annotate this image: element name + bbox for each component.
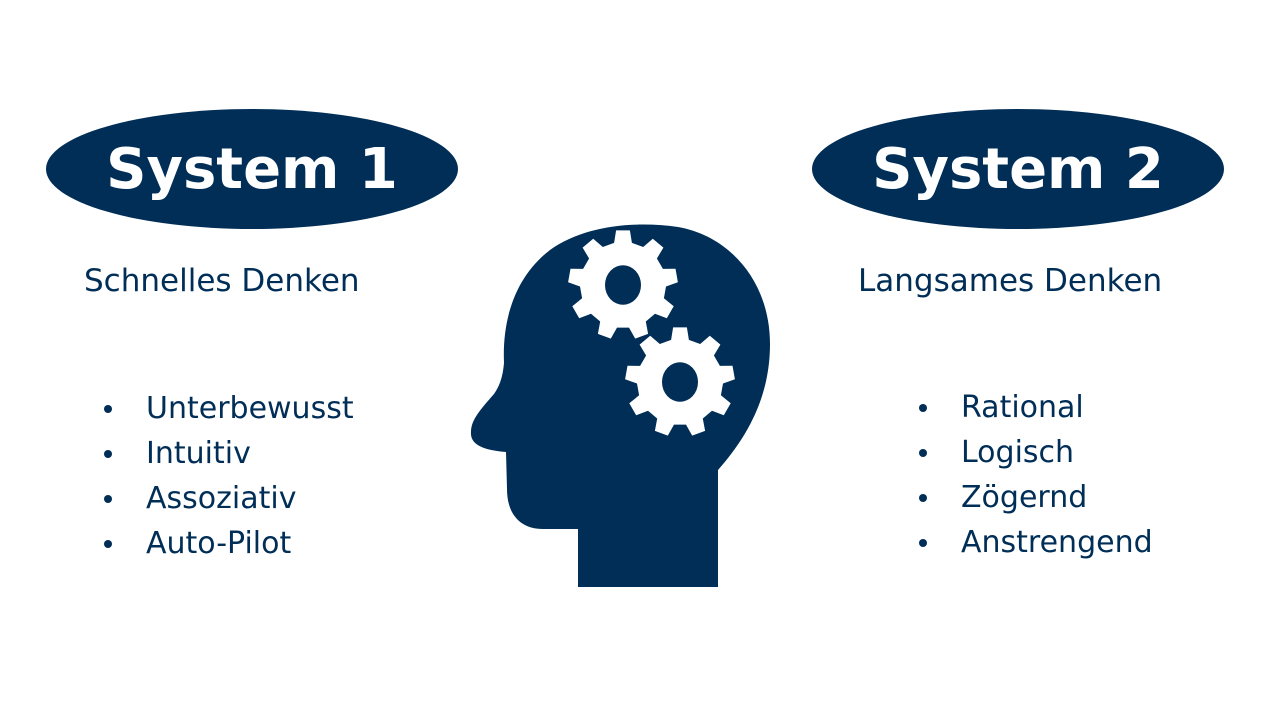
system-1-list-item: Intuitiv — [102, 431, 354, 476]
gear-hole — [605, 265, 641, 305]
system-2-title: System 2 — [872, 136, 1164, 202]
system-1-list-item: Unterbewusst — [102, 386, 354, 431]
system-2-subtitle: Langsames Denken — [858, 263, 1163, 299]
system-2-list-item: Zögernd — [917, 475, 1153, 520]
head-silhouette — [470, 224, 770, 588]
system-2-list: Rational Logisch Zögernd Anstrengend — [917, 385, 1153, 565]
system-1-title-pill: System 1 — [46, 109, 458, 229]
system-2-list-item: Rational — [917, 385, 1153, 430]
gear-hole — [662, 362, 698, 402]
system-1-list-item: Auto-Pilot — [102, 521, 354, 566]
gear-icon — [625, 327, 735, 436]
system-2-title-pill: System 2 — [812, 109, 1224, 229]
gear-icon — [568, 230, 678, 339]
system-1-subtitle: Schnelles Denken — [84, 263, 360, 299]
system-1-list-item: Assoziativ — [102, 476, 354, 521]
head-with-gears-icon — [470, 224, 770, 588]
system-1-title: System 1 — [106, 136, 398, 202]
system-2-list-item: Logisch — [917, 430, 1153, 475]
system-2-list-item: Anstrengend — [917, 520, 1153, 565]
system-1-list: Unterbewusst Intuitiv Assoziativ Auto-Pi… — [102, 386, 354, 566]
